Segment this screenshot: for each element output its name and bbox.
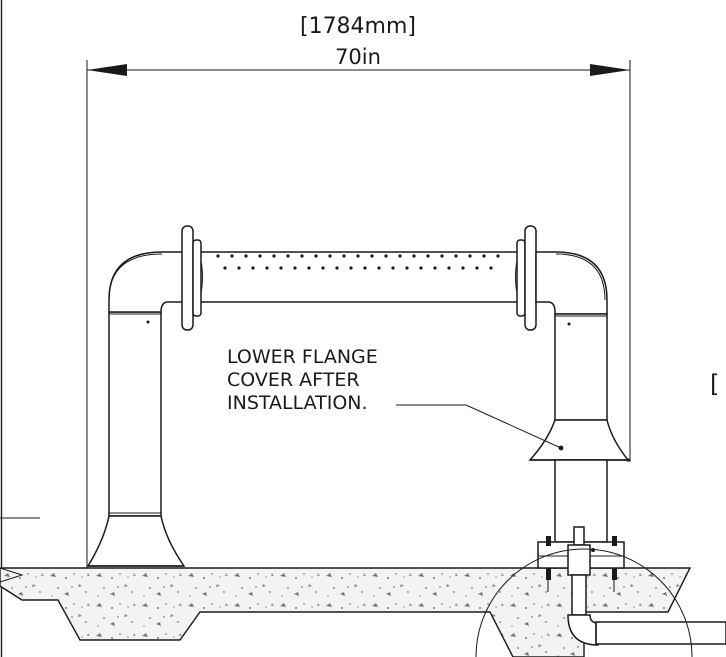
dimension-arrow-left <box>87 64 127 76</box>
underground-pipe <box>567 574 726 646</box>
left-coupling-flange-2 <box>192 239 202 317</box>
left-elbow <box>108 251 184 313</box>
dimension-metric-label: [1784mm] <box>300 14 416 39</box>
note-line-3: INSTALLATION. <box>227 392 368 414</box>
dimension-imperial-label: 70in <box>335 45 381 69</box>
left-coupling-flange-1 <box>181 225 194 331</box>
note-leader-dot <box>558 445 564 451</box>
overall-width-dimension: [1784mm] 70in <box>86 14 631 568</box>
anchor-base-plate <box>537 526 625 592</box>
dimension-arrow-right <box>590 64 630 76</box>
slab-left-notch <box>0 567 24 583</box>
pipe-perforation-dots <box>216 254 500 270</box>
left-base-flange <box>86 515 186 567</box>
note-line-2: COVER AFTER <box>227 369 360 391</box>
right-edge-marker: [ <box>710 370 719 398</box>
lower-flange-cover <box>528 419 630 461</box>
right-coupling-flange-2 <box>516 239 526 317</box>
right-pipe <box>554 313 608 421</box>
left-pipe <box>108 311 162 517</box>
right-elbow <box>535 251 608 315</box>
concrete-slab <box>0 567 692 657</box>
installation-note: LOWER FLANGE COVER AFTER INSTALLATION. <box>227 346 564 451</box>
detail-callout-circle <box>475 548 693 657</box>
horizontal-pipe <box>198 251 520 303</box>
right-coupling-flange-1 <box>524 225 537 331</box>
note-leader-line <box>396 404 562 449</box>
note-line-1: LOWER FLANGE <box>227 346 378 368</box>
